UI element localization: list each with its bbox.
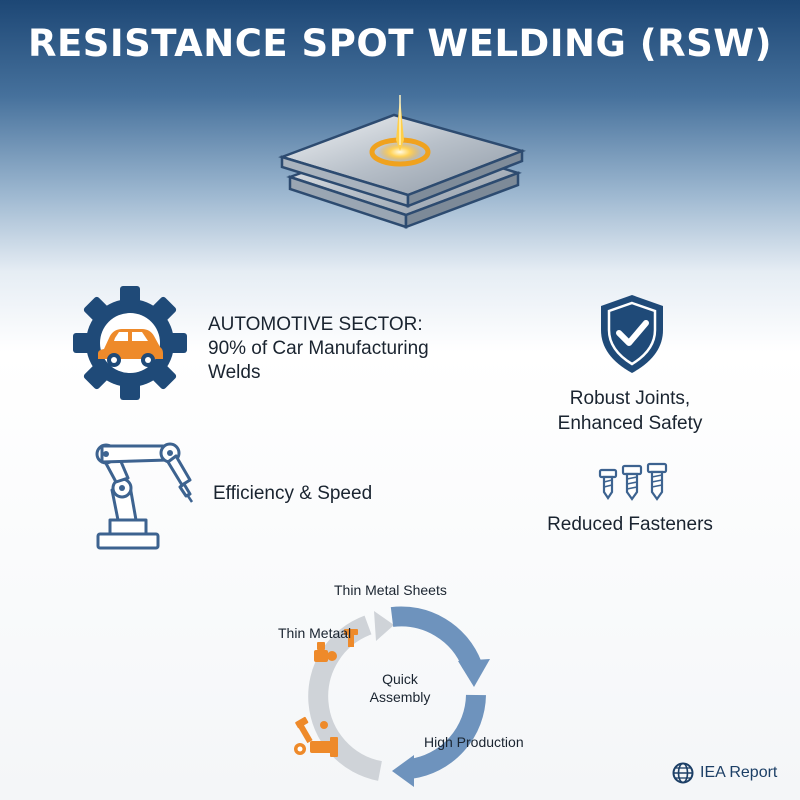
enhanced-safety-line: Enhanced Safety: [557, 413, 703, 434]
screws-icon: [598, 462, 668, 501]
cycle-center-text: Quick Assembly: [330, 670, 470, 706]
automotive-heading: AUTOMOTIVE SECTOR:: [208, 314, 423, 335]
orange-bolt-icon: [344, 629, 358, 647]
globe-icon: [672, 762, 694, 784]
footer-label: IEA Report: [700, 764, 778, 781]
automotive-stat-cont: Welds: [208, 362, 261, 383]
robust-joints-text: Robust Joints, Enhanced Safety: [540, 386, 720, 436]
gear-car-icon: [73, 286, 187, 400]
cycle-center-line2: Assembly: [369, 689, 431, 705]
robust-joints-line: Robust Joints,: [569, 388, 691, 409]
automotive-sector-text: AUTOMOTIVE SECTOR: 90% of Car Manufactur…: [208, 313, 429, 385]
automotive-stat: 90% of Car Manufacturing: [208, 338, 429, 359]
reduced-fasteners-label: Reduced Fasteners: [547, 514, 713, 535]
cycle-label-bottom: High Production: [424, 734, 524, 750]
footer-source: IEA Report: [672, 762, 777, 784]
orange-fasteners-icon: [294, 716, 338, 757]
cycle-label-left: Thin Metaal: [278, 625, 352, 641]
shield-check-icon: [601, 295, 663, 373]
efficiency-speed-label: Efficiency & Speed: [213, 483, 373, 504]
page-title: RESISTANCE SPOT WELDING (RSW): [27, 22, 773, 65]
welding-plates-illustration: [278, 95, 526, 229]
orange-part-icon: [314, 642, 337, 662]
cycle-diagram: [308, 606, 490, 787]
cycle-label-top: Thin Metal Sheets: [334, 582, 447, 598]
cycle-center-line1: Quick: [382, 671, 418, 687]
robot-arm-icon: [95, 442, 194, 550]
